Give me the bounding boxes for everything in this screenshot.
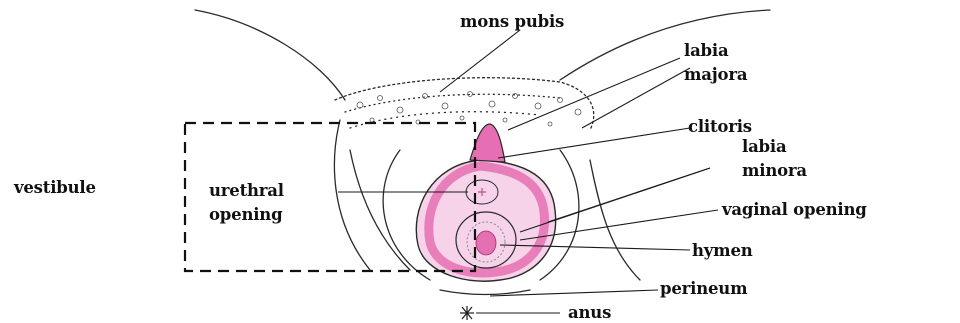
label-clitoris: clitoris (688, 117, 752, 136)
label-perineum: perineum (660, 279, 748, 298)
vaginal-opening-shape (456, 212, 516, 268)
label-hymen: hymen (692, 241, 753, 260)
label-labia-minora-line2: minora (742, 161, 807, 180)
label-labia-majora-line2: majora (684, 65, 748, 84)
label-anus: anus (568, 303, 611, 322)
anus-icon (460, 306, 474, 320)
perineum-line (440, 290, 530, 295)
label-labia-majora-line1: labia (684, 41, 729, 60)
label-vestibule: vestibule (13, 178, 96, 197)
urethral-opening-shape (466, 180, 498, 204)
label-vaginal-opening: vaginal opening (721, 200, 867, 219)
hymen-shape (476, 231, 496, 255)
label-mons-pubis: mons pubis (460, 12, 564, 31)
label-urethral-line2: opening (209, 205, 283, 224)
label-urethral-line1: urethral (209, 181, 284, 200)
label-labia-minora-line1: labia (742, 137, 787, 156)
